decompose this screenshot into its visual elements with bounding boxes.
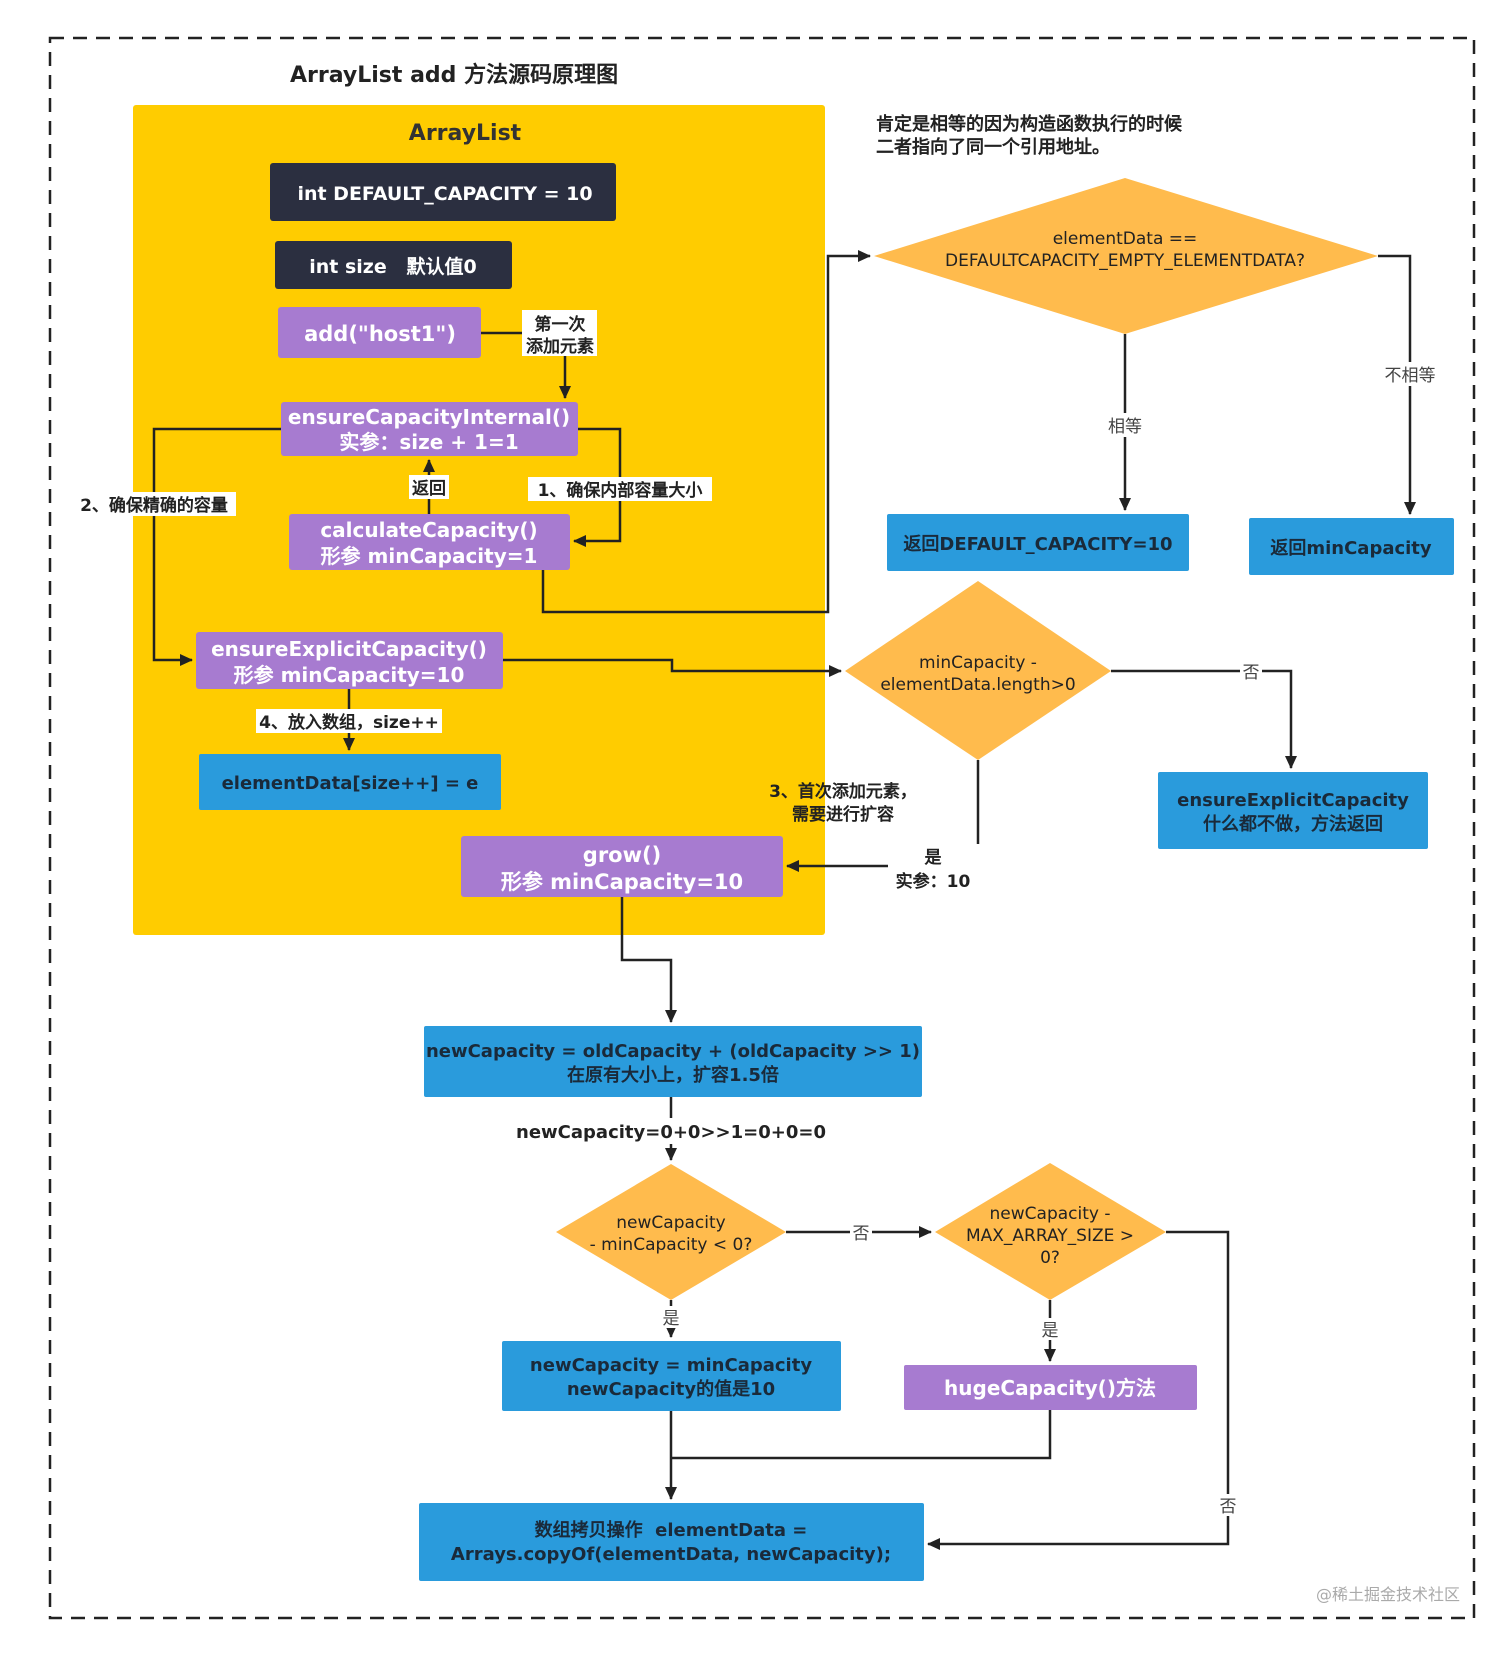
watermark: @稀土掘金技术社区 <box>1316 1585 1460 1604</box>
step1-label: 1、确保内部容量大小 <box>538 480 703 501</box>
edge-huge-to-copy <box>671 1410 1052 1460</box>
grow-line1: grow() <box>583 843 661 867</box>
edge-diamond1-not-equal <box>1378 254 1416 515</box>
edge-diamond4-no <box>927 1230 1230 1550</box>
step3-label-line1: 3、首次添加元素， <box>769 781 917 802</box>
default-capacity-text: int DEFAULT_CAPACITY = 10 <box>297 183 592 205</box>
grow-box <box>461 836 783 897</box>
ensure-explicit-capacity-line1: ensureExplicitCapacity() <box>211 637 487 661</box>
return-default-capacity-box <box>887 514 1189 571</box>
new-capacity-box <box>424 1026 922 1097</box>
element-data-assign-text: elementData[size++] = e <box>222 773 479 794</box>
return-label: 返回 <box>412 479 446 499</box>
ensure-capacity-internal-line1: ensureCapacityInternal() <box>288 405 570 429</box>
ensure-explicit-capacity-box <box>196 632 503 689</box>
array-copy-line2: Arrays.copyOf(elementData, newCapacity); <box>451 1544 891 1565</box>
edge-grow-to-new-capacity <box>620 897 677 1023</box>
new-capacity-line2: 在原有大小上，扩容1.5倍 <box>567 1064 779 1086</box>
ensure-capacity-internal-box <box>281 402 578 456</box>
step2-label: 2、确保精确的容量 <box>80 495 228 516</box>
new-minus-max-line1: newCapacity - <box>990 1204 1111 1224</box>
new-minus-min-line1: newCapacity <box>616 1213 725 1233</box>
step4-label: 4、放入数组，size++ <box>259 712 439 733</box>
edge-internal-to-explicit <box>152 427 281 666</box>
first-add-label-line1: 第一次 <box>535 314 586 335</box>
assign-min-capacity-line2: newCapacity的值是10 <box>567 1378 775 1400</box>
ensure-explicit-capacity-line2: 形参 minCapacity=10 <box>234 663 465 687</box>
edge-explicit-to-diamond2 <box>503 658 842 677</box>
add-host1-box <box>278 307 481 358</box>
not-equal-label: 不相等 <box>1385 366 1436 386</box>
same-reference-note-line1: 肯定是相等的因为构造函数执行的时候 <box>876 113 1183 135</box>
explicit-noop-box <box>1158 772 1428 849</box>
size-text: int size 默认值0 <box>309 255 477 278</box>
explicit-noop-line2: 什么都不做，方法返回 <box>1203 813 1383 835</box>
equals-check-diamond <box>874 178 1378 334</box>
array-copy-line1: 数组拷贝操作 elementData = <box>535 1519 808 1541</box>
ensure-capacity-internal-line2: 实参：size + 1=1 <box>339 430 518 454</box>
return-default-capacity-text: 返回DEFAULT_CAPACITY=10 <box>903 534 1172 555</box>
same-reference-note-line2: 二者指向了同一个引用地址。 <box>876 136 1110 158</box>
return-min-capacity-box <box>1249 518 1454 575</box>
new-capacity-calc-label: newCapacity=0+0>>1=0+0=0 <box>516 1122 826 1143</box>
yes-label-1: 是 <box>663 1309 680 1329</box>
yes-label-2: 是 <box>1042 1321 1059 1341</box>
outer-frame <box>48 36 1476 1620</box>
new-minus-min-line2: - minCapacity < 0? <box>590 1235 753 1255</box>
yes-arg-line2: 实参：10 <box>896 871 971 892</box>
grow-line2: 形参 minCapacity=10 <box>501 870 743 894</box>
yes-arg-line1: 是 <box>925 848 942 868</box>
add-host1-text: add("host1") <box>304 322 456 346</box>
new-minus-min-diamond <box>556 1164 786 1300</box>
return-min-capacity-text: 返回minCapacity <box>1270 538 1432 559</box>
size-box <box>275 241 512 289</box>
calculate-capacity-box <box>289 514 570 570</box>
assign-min-capacity-line1: newCapacity = minCapacity <box>530 1355 812 1376</box>
diagram-title: ArrayList add 方法源码原理图 <box>290 62 618 88</box>
calculate-capacity-line2: 形参 minCapacity=1 <box>321 544 538 568</box>
edge-calculate-to-diamond1 <box>541 250 871 614</box>
equals-check-line1: elementData == <box>1053 229 1198 249</box>
default-capacity-box <box>270 163 616 221</box>
container-label: ArrayList <box>409 121 522 146</box>
new-minus-max-diamond <box>935 1163 1166 1300</box>
calculate-capacity-line1: calculateCapacity() <box>320 518 537 542</box>
equal-label: 相等 <box>1108 417 1142 437</box>
min-minus-length-line1: minCapacity - <box>919 653 1037 673</box>
new-minus-max-line2: MAX_ARRAY_SIZE > <box>966 1226 1134 1246</box>
explicit-noop-line1: ensureExplicitCapacity <box>1177 790 1409 811</box>
array-copy-box <box>419 1503 924 1581</box>
huge-capacity-box <box>904 1365 1197 1410</box>
no-label-3: 否 <box>1220 1497 1237 1517</box>
first-add-label-line2: 添加元素 <box>526 336 594 357</box>
equals-check-line2: DEFAULTCAPACITY_EMPTY_ELEMENTDATA? <box>945 251 1305 271</box>
assign-min-capacity-box <box>502 1341 841 1411</box>
min-minus-length-line2: elementData.length>0 <box>880 675 1075 695</box>
min-minus-length-diamond <box>845 581 1111 760</box>
huge-capacity-text: hugeCapacity()方法 <box>944 1376 1156 1400</box>
element-data-assign-box <box>199 754 501 810</box>
step3-label-line2: 需要进行扩容 <box>792 804 894 825</box>
no-label-1: 否 <box>1243 663 1260 683</box>
edge-diamond2-no <box>1111 669 1297 769</box>
no-label-2: 否 <box>853 1224 870 1244</box>
new-capacity-line1: newCapacity = oldCapacity + (oldCapacity… <box>426 1041 920 1062</box>
new-minus-max-line3: 0? <box>1040 1248 1060 1268</box>
